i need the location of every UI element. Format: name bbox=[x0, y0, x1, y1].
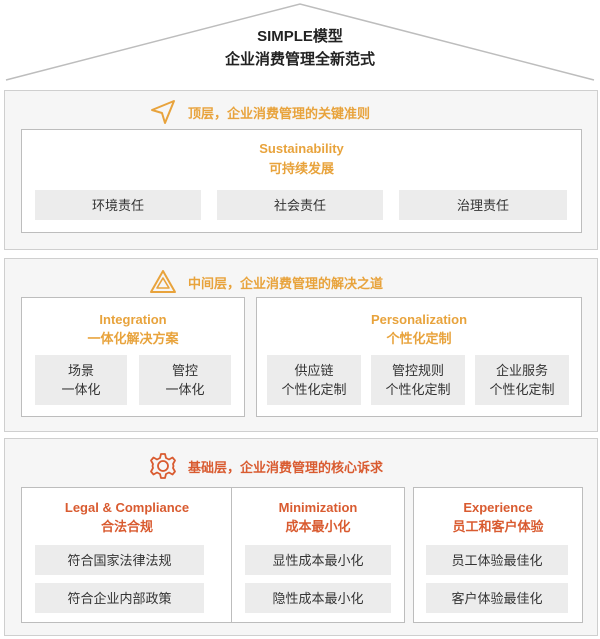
item-employee-experience: 员工体验最佳化 bbox=[426, 545, 568, 575]
item-governance-responsibility: 治理责任 bbox=[399, 190, 567, 220]
top-layer-panel: 顶层，企业消费管理的关键准则 Sustainability 可持续发展 环境责任… bbox=[4, 90, 598, 250]
gear-icon bbox=[148, 451, 178, 481]
legal-title-cn: 合法合规 bbox=[100, 519, 153, 534]
item-internal-policy: 符合企业内部政策 bbox=[35, 583, 204, 613]
item-enterprise-service-personalization: 企业服务 个性化定制 bbox=[475, 355, 569, 405]
item-line2: 一体化 bbox=[165, 382, 205, 397]
integration-title-cn: 一体化解决方案 bbox=[87, 331, 179, 346]
item-environment-responsibility: 环境责任 bbox=[35, 190, 201, 220]
personalization-title-cn: 个性化定制 bbox=[386, 331, 452, 346]
item-explicit-cost: 显性成本最小化 bbox=[245, 545, 391, 575]
item-scene-integration: 场景 一体化 bbox=[35, 355, 127, 405]
item-supply-chain-personalization: 供应链 个性化定制 bbox=[267, 355, 361, 405]
experience-title-cn: 员工和客户体验 bbox=[452, 519, 544, 534]
minimization-title-cn: 成本最小化 bbox=[285, 519, 351, 534]
top-layer-heading: 顶层，企业消费管理的关键准则 bbox=[188, 105, 371, 121]
model-subtitle: 企业消费管理全新范式 bbox=[224, 51, 375, 68]
minimization-title-en: Minimization bbox=[278, 500, 358, 515]
item-line1: 管控规则 bbox=[391, 363, 444, 378]
item-line1: 企业服务 bbox=[495, 363, 548, 378]
base-layer-heading: 基础层，企业消费管理的核心诉求 bbox=[188, 459, 384, 475]
middle-layer-header: 中间层，企业消费管理的解决之道 bbox=[148, 267, 383, 297]
item-line2: 个性化定制 bbox=[281, 382, 347, 397]
sustainability-box: Sustainability 可持续发展 环境责任 社会责任 治理责任 bbox=[21, 129, 582, 233]
model-title: SIMPLE模型 bbox=[257, 28, 343, 45]
integration-title-en: Integration bbox=[99, 312, 167, 327]
middle-layer-panel: 中间层，企业消费管理的解决之道 Integration 一体化解决方案 场景 一… bbox=[4, 258, 598, 432]
triangle-cycle-icon bbox=[148, 267, 178, 297]
item-social-responsibility: 社会责任 bbox=[217, 190, 383, 220]
item-line1: 供应链 bbox=[294, 363, 334, 378]
integration-box: Integration 一体化解决方案 场景 一体化 管控 一体化 bbox=[21, 297, 245, 417]
personalization-title-en: Personalization bbox=[370, 312, 468, 327]
legal-compliance-box: Legal & Compliance 合法合规 符合国家法律法规 符合企业内部政… bbox=[21, 487, 233, 623]
item-implicit-cost: 隐性成本最小化 bbox=[245, 583, 391, 613]
item-line2: 个性化定制 bbox=[489, 382, 555, 397]
base-layer-header: 基础层，企业消费管理的核心诉求 bbox=[148, 451, 383, 481]
experience-title-en: Experience bbox=[463, 500, 533, 515]
minimization-box: Minimization 成本最小化 显性成本最小化 隐性成本最小化 bbox=[231, 487, 405, 623]
middle-layer-heading: 中间层，企业消费管理的解决之道 bbox=[188, 275, 384, 291]
top-layer-header: 顶层，企业消费管理的关键准则 bbox=[148, 97, 370, 127]
item-control-integration: 管控 一体化 bbox=[139, 355, 231, 405]
personalization-box: Personalization 个性化定制 供应链 个性化定制 管控规则 个性化… bbox=[256, 297, 582, 417]
item-line1: 管控 bbox=[171, 363, 198, 378]
experience-box: Experience 员工和客户体验 员工体验最佳化 客户体验最佳化 bbox=[413, 487, 583, 623]
legal-title-en: Legal & Compliance bbox=[64, 500, 190, 515]
item-line2: 个性化定制 bbox=[385, 382, 451, 397]
sustainability-title-en: Sustainability bbox=[259, 141, 344, 156]
roof-outline bbox=[5, 3, 595, 81]
item-national-law: 符合国家法律法规 bbox=[35, 545, 204, 575]
item-control-rules-personalization: 管控规则 个性化定制 bbox=[371, 355, 465, 405]
item-line2: 一体化 bbox=[61, 382, 101, 397]
sustainability-title-cn: 可持续发展 bbox=[268, 161, 334, 176]
item-customer-experience: 客户体验最佳化 bbox=[426, 583, 568, 613]
item-line1: 场景 bbox=[67, 363, 94, 378]
navigation-arrow-icon bbox=[148, 97, 178, 127]
base-layer-panel: 基础层，企业消费管理的核心诉求 Legal & Compliance 合法合规 … bbox=[4, 438, 598, 636]
